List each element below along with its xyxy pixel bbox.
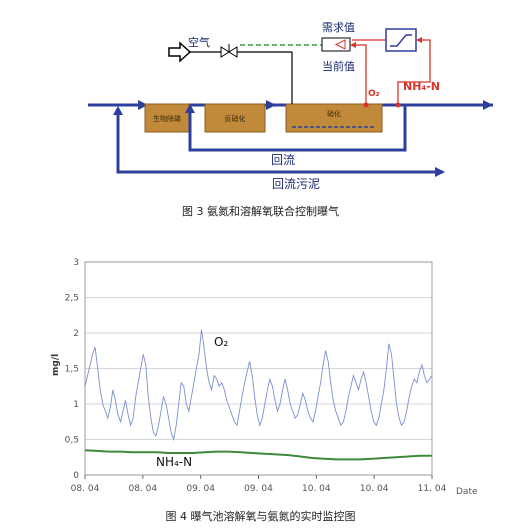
return-flow-arrow bbox=[185, 104, 195, 113]
chart-series bbox=[84, 329, 433, 461]
x-tick-label: 09. 04 bbox=[186, 484, 215, 494]
nh4-sensor-label: NH₄-N bbox=[403, 80, 440, 93]
main-pipe-outlet-arrow bbox=[483, 100, 493, 110]
x-axis-label: Date bbox=[456, 487, 478, 497]
tank3-label: 硝化 bbox=[327, 109, 341, 118]
o2-sensor-label: O₂ bbox=[368, 89, 380, 99]
y-tick-label: 1,5 bbox=[65, 365, 79, 375]
figure4-caption: 图 4 曝气池溶解氧与氨氮的实时监控图 bbox=[165, 510, 356, 523]
x-tick-label: 08. 04 bbox=[129, 484, 158, 494]
tank-denitrification bbox=[204, 103, 266, 133]
air-valve-icon-2 bbox=[228, 46, 238, 58]
return-flow-label: 回流 bbox=[271, 153, 295, 167]
o2-signal-arrow bbox=[350, 42, 356, 48]
x-tick-label: 10. 04 bbox=[302, 484, 331, 494]
tank2-label: 反硝化 bbox=[225, 114, 246, 123]
o2-series-label: O₂ bbox=[214, 335, 228, 349]
x-tick-label: 11. 04 bbox=[418, 484, 447, 494]
x-tick-labels: 08. 04 08. 04 09. 04 09. 04 10. 04 10. 04 11. … bbox=[71, 475, 447, 494]
y-tick-label: 2 bbox=[73, 329, 79, 339]
main-pipe-arrow-2 bbox=[266, 100, 276, 110]
setpoint-label: 需求值 bbox=[322, 21, 355, 34]
air-input-arrow bbox=[168, 41, 192, 63]
plot-frame bbox=[84, 261, 433, 476]
o2-signal-line bbox=[352, 44, 367, 105]
nh4-signal-line bbox=[397, 39, 431, 105]
return-flow-pipe bbox=[188, 105, 407, 152]
nh4-signal-arrow bbox=[416, 37, 422, 43]
nh4-series-line bbox=[84, 449, 432, 461]
y-tick-label: 0 bbox=[73, 471, 79, 481]
nh4-series-label: NH₄-N bbox=[156, 455, 192, 469]
x-tick-label: 08. 04 bbox=[71, 484, 100, 494]
return-sludge-arrow-right bbox=[435, 167, 445, 177]
controller-comparator-icon bbox=[334, 39, 346, 50]
return-sludge-label: 回流污泥 bbox=[272, 177, 320, 191]
y-tick-label: 0,5 bbox=[65, 436, 79, 446]
main-pipe-inlet-arrow bbox=[138, 100, 148, 110]
figure3-diagram: 生物除磷 反硝化 硝化 回流 回流污泥 空气 需求值 当前值 O₂ NH₄-N bbox=[88, 21, 493, 191]
o2-series-line bbox=[84, 329, 433, 442]
return-sludge-pipe bbox=[116, 112, 443, 174]
chart-grid bbox=[85, 261, 432, 476]
y-tick-labels: 0 0,5 1 1,5 2 2,5 3 bbox=[65, 258, 80, 481]
y-axis-label: mg/l bbox=[51, 354, 61, 376]
air-valve-icon bbox=[220, 46, 230, 58]
figure3-caption: 图 3 氨氮和溶解氧联合控制曝气 bbox=[182, 205, 339, 218]
tank-nitrification bbox=[285, 103, 383, 133]
nh4-controller-curve-icon bbox=[390, 34, 412, 47]
tank1-label: 生物除磷 bbox=[153, 114, 181, 123]
current-value-label: 当前值 bbox=[322, 59, 355, 73]
y-tick-label: 2,5 bbox=[65, 294, 79, 304]
figure4-chart: 0 0,5 1 1,5 2 2,5 3 08. 04 08. 04 09. 04 09. 04 10… bbox=[51, 258, 478, 497]
y-tick-label: 3 bbox=[73, 258, 79, 268]
nh4-sensor-dot bbox=[395, 102, 401, 108]
x-tick-label: 09. 04 bbox=[244, 484, 273, 494]
return-sludge-arrow-up bbox=[113, 106, 123, 115]
air-label: 空气 bbox=[188, 35, 210, 49]
x-tick-label: 10. 04 bbox=[360, 484, 389, 494]
y-tick-label: 1 bbox=[73, 400, 79, 410]
o2-sensor-dot bbox=[363, 102, 369, 108]
